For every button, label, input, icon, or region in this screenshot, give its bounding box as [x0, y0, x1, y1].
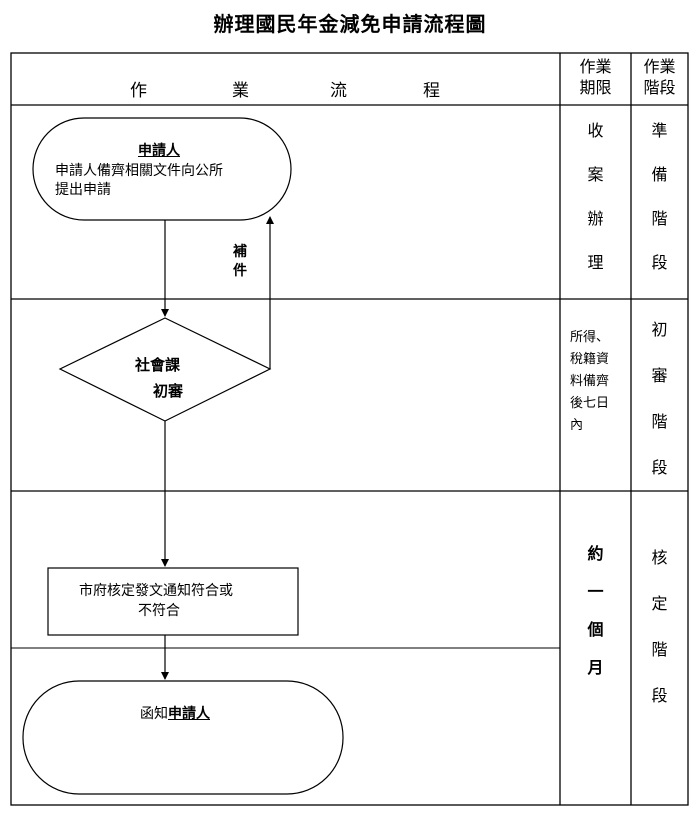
- review-line1: 社會課: [135, 356, 181, 374]
- row1-stage-char-3: 階: [651, 209, 668, 228]
- row1-deadline-char-2: 案: [587, 165, 604, 184]
- row3-deadline-char-3: 個: [587, 620, 604, 639]
- header-deadline-line2: 期限: [579, 78, 612, 97]
- page-title: 辦理國民年金減免申請流程圖: [213, 12, 487, 36]
- row1-deadline-char-3: 辦: [587, 209, 604, 228]
- applicant-title: 申請人: [138, 143, 180, 159]
- supplement-char-1: 補: [233, 244, 247, 260]
- header-deadline-line1: 作業: [579, 57, 612, 76]
- applicant-terminator: [32, 117, 292, 221]
- row3-deadline-char-1: 約: [587, 544, 604, 563]
- table-border: [10, 52, 689, 806]
- row2-deadline-line-4: 後七日: [570, 396, 610, 411]
- row2-deadline-line-5: 內: [570, 418, 584, 433]
- supplement-label: 補 件: [232, 243, 248, 281]
- row2-deadline-line-3: 料備齊: [570, 374, 610, 389]
- supplement-char-2: 件: [233, 263, 247, 279]
- applicant-line1: 申請人備齊相關文件向公所: [55, 163, 223, 179]
- applicant-line2: 提出申請: [55, 182, 111, 198]
- row1-stage-char-4: 段: [651, 253, 668, 272]
- row1-stage-char-1: 準: [651, 121, 668, 140]
- row3-stage-char-2: 定: [651, 594, 668, 613]
- notify-prefix: 函知: [140, 706, 168, 722]
- row2-deadline: 所得、 稅籍資 料備齊 後七日 內: [570, 327, 628, 437]
- header-flow-char-4: 程: [423, 81, 440, 101]
- decision-line2: 不符合: [138, 603, 180, 619]
- row3-stage-char-1: 核: [651, 548, 668, 567]
- header-flow-char-3: 流: [330, 81, 347, 101]
- row1-deadline: 收 案 辦 理: [560, 117, 631, 293]
- notify-target: 申請人: [168, 706, 210, 722]
- row1-stage: 準 備 階 段: [631, 117, 688, 293]
- row1-stage-char-2: 備: [651, 165, 668, 184]
- row1-deadline-char-4: 理: [587, 253, 604, 272]
- decision-process-box: [47, 567, 299, 636]
- row2-deadline-line-2: 稅籍資: [570, 352, 610, 367]
- row3-stage-char-3: 階: [651, 640, 668, 659]
- header-stage-line2: 階段: [643, 78, 676, 97]
- row2-stage-char-1: 初: [651, 320, 668, 339]
- row2-stage-char-4: 段: [651, 458, 668, 477]
- header-stage-line1: 作業: [643, 57, 676, 76]
- row3-stage: 核 定 階 段: [631, 544, 688, 728]
- row3-deadline-char-2: 一: [587, 582, 604, 601]
- row1-deadline-char-1: 收: [587, 121, 604, 140]
- row3-deadline: 約 一 個 月: [560, 540, 631, 692]
- header-deadline: 作業 期限: [560, 56, 631, 98]
- row2-stage: 初 審 階 段: [631, 316, 688, 500]
- row3-stage-char-4: 段: [651, 686, 668, 705]
- review-line2: 初審: [153, 382, 184, 400]
- notify-text: 函知申請人: [140, 705, 210, 724]
- row3-deadline-char-4: 月: [587, 658, 604, 677]
- row2-stage-char-2: 審: [651, 366, 668, 385]
- decision-line1: 市府核定發文通知符合或: [79, 583, 233, 599]
- row2-stage-char-3: 階: [651, 412, 668, 431]
- header-flow-char-2: 業: [232, 81, 249, 101]
- header-stage: 作業 階段: [631, 56, 688, 98]
- notify-terminator: [22, 680, 344, 795]
- row2-deadline-line-1: 所得、: [570, 330, 610, 345]
- header-flow-char-1: 作: [130, 81, 147, 101]
